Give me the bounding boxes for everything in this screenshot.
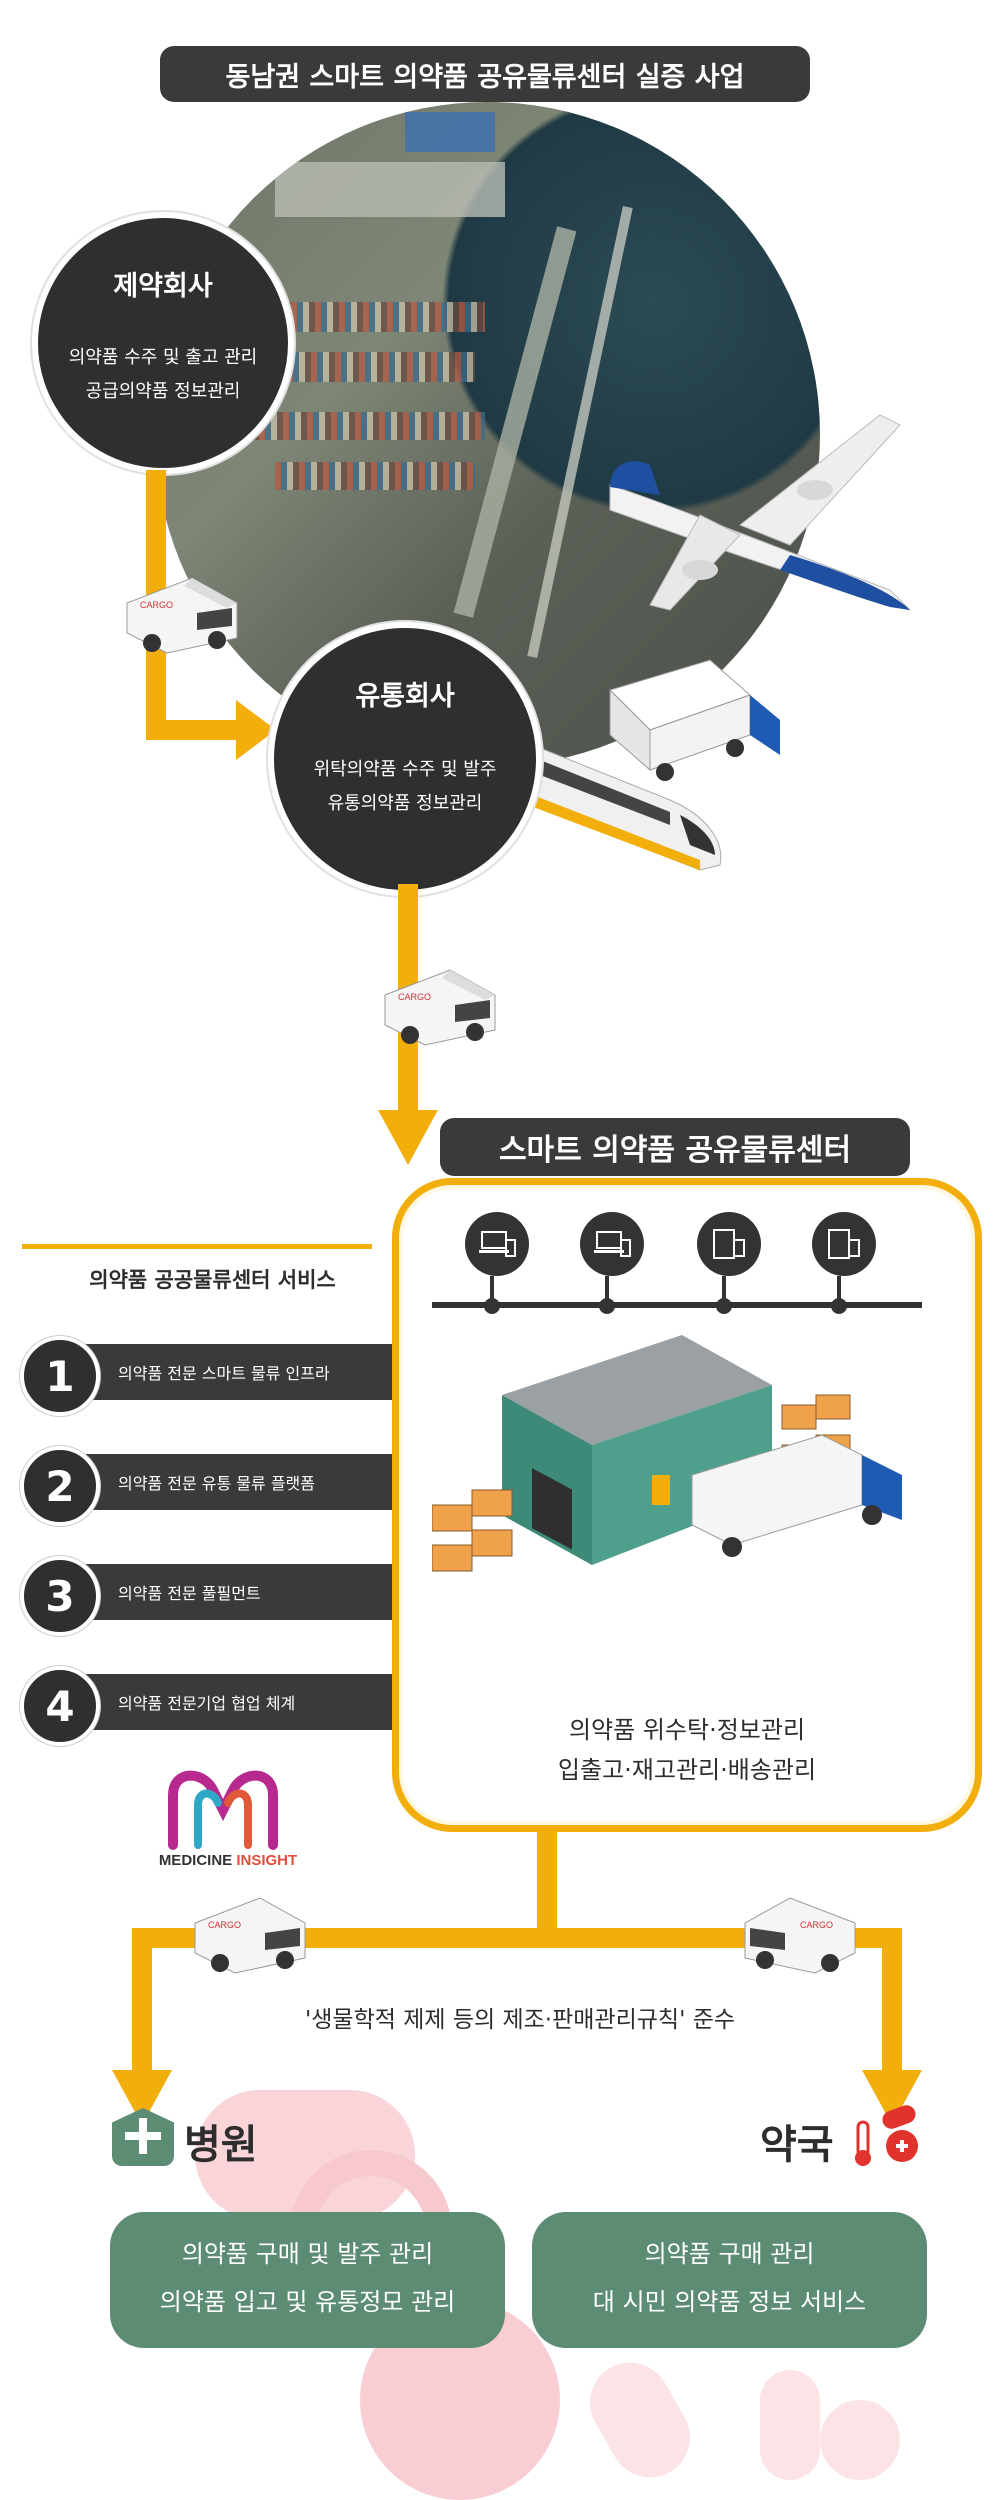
service-item-2: 2 의약품 전문 유통 물류 플랫폼	[20, 1446, 405, 1526]
flow-arrow-line	[882, 1928, 902, 2078]
flow-arrow-line	[132, 1928, 902, 1948]
pharma-company-line2: 공급의약품 정보관리	[85, 381, 241, 402]
van-cargo-label: CARGO	[800, 1920, 833, 1930]
plus-icon	[139, 2118, 147, 2154]
cargo-truck-icon	[609, 659, 780, 781]
pharmacy-label: 약국	[760, 2122, 834, 2168]
flow-arrow-line	[537, 1825, 557, 1945]
service-label: 의약품 전문기업 협업 체계	[118, 1694, 296, 1713]
service-item-3: 3 의약품 전문 풀필먼트	[20, 1556, 405, 1636]
hospital-line2: 의약품 입고 및 유통정모 관리	[159, 2288, 456, 2316]
network-dot	[831, 1298, 847, 1314]
network-dot	[599, 1298, 615, 1314]
delivery-van-icon: CARGO	[744, 1897, 856, 1974]
logo-text-medicine: MEDICINE	[158, 1852, 233, 1869]
arrow-head-icon	[862, 2070, 922, 2125]
service-number: 1	[20, 1336, 100, 1416]
device-link	[837, 1276, 841, 1304]
laptop-phone-icon	[479, 1231, 516, 1257]
van-cargo-label: CARGO	[208, 1920, 241, 1930]
center-line1: 의약품 위수탁·정보관리	[568, 1716, 806, 1744]
device-node	[812, 1212, 876, 1276]
pharmacy-line1: 의약품 구매 관리	[644, 2240, 815, 2268]
pill-decoration	[575, 2348, 705, 2492]
distributor-node: 유통회사 위탁의약품 수주 및 발주 유통의약품 정보관리	[268, 622, 542, 896]
van-cargo-label: CARGO	[140, 600, 173, 610]
service-label: 의약품 전문 스마트 물류 인프라	[118, 1364, 330, 1383]
page-title: 동남권 스마트 의약품 공유물류센터 실증 사업	[160, 46, 810, 102]
pharma-company-node: 제약회사 의약품 수주 및 출고 관리 공급의약품 정보관리	[32, 212, 294, 474]
medicine-insight-logo	[168, 1770, 278, 1850]
services-heading: 의약품 공공물류센터 서비스	[89, 1268, 336, 1292]
tablet-phone-icon	[713, 1229, 745, 1259]
delivery-van-icon: CARGO	[126, 577, 238, 654]
pharmacy-line2: 대 시민 의약품 정보 서비스	[592, 2288, 867, 2316]
pill-decoration	[760, 2370, 820, 2480]
service-number: 2	[20, 1446, 100, 1526]
device-link	[722, 1276, 726, 1304]
hospital-label: 병원	[184, 2122, 258, 2168]
logo-text-insight: INSIGHT	[236, 1852, 298, 1869]
van-cargo-label: CARGO	[398, 992, 431, 1002]
airplane-icon	[609, 414, 911, 611]
hospital-line1: 의약품 구매 및 발주 관리	[181, 2240, 434, 2268]
service-label: 의약품 전문 풀필먼트	[118, 1584, 261, 1603]
delivery-van-icon: CARGO	[384, 969, 496, 1046]
hospital-box: 의약품 구매 및 발주 관리 의약품 입고 및 유통정모 관리	[110, 2212, 505, 2348]
warehouse-illustration	[432, 1335, 902, 1572]
service-number: 4	[20, 1666, 100, 1746]
service-label: 의약품 전문 유통 물류 플랫폼	[118, 1474, 315, 1493]
laptop-phone-icon	[594, 1231, 631, 1257]
device-link	[605, 1276, 609, 1304]
device-link	[490, 1276, 494, 1304]
flow-arrow-line	[146, 720, 246, 740]
services-divider	[22, 1244, 372, 1249]
tablet-phone-icon	[828, 1229, 860, 1259]
arrow-head-icon	[236, 700, 276, 760]
arrow-head-icon	[378, 1110, 438, 1165]
center-line2: 입출고·재고관리·배송관리	[557, 1756, 817, 1784]
delivery-van-icon: CARGO	[194, 1897, 306, 1974]
pharma-company-heading: 제약회사	[113, 271, 213, 302]
network-dot	[716, 1298, 732, 1314]
distributor-heading: 유통회사	[355, 681, 455, 712]
thermometer-pill-icon	[855, 2105, 918, 2166]
pharmacy-box: 의약품 구매 관리 대 시민 의약품 정보 서비스	[532, 2212, 927, 2348]
distributor-line1: 위탁의약품 수주 및 발주	[313, 759, 497, 780]
device-node	[465, 1212, 529, 1276]
distributor-line2: 유통의약품 정보관리	[327, 793, 483, 814]
service-item-4: 4 의약품 전문기업 협업 체계	[20, 1666, 405, 1746]
network-dot	[484, 1298, 500, 1314]
train-icon	[520, 739, 722, 871]
logo-text: MEDICINE INSIGHT	[148, 1852, 308, 1869]
center-title: 스마트 의약품 공유물류센터	[440, 1118, 910, 1176]
service-number: 3	[20, 1556, 100, 1636]
network-line	[432, 1302, 922, 1308]
pill-decoration	[820, 2400, 900, 2480]
device-node	[697, 1212, 761, 1276]
arrow-head-icon	[112, 2070, 172, 2125]
compliance-text: '생물학적 제제 등의 제조·판매관리규칙' 준수	[304, 2007, 736, 2033]
flow-arrow-line	[132, 1928, 152, 2078]
device-node	[580, 1212, 644, 1276]
pharma-company-line1: 의약품 수주 및 출고 관리	[68, 347, 258, 368]
service-item-1: 1 의약품 전문 스마트 물류 인프라	[20, 1336, 405, 1416]
